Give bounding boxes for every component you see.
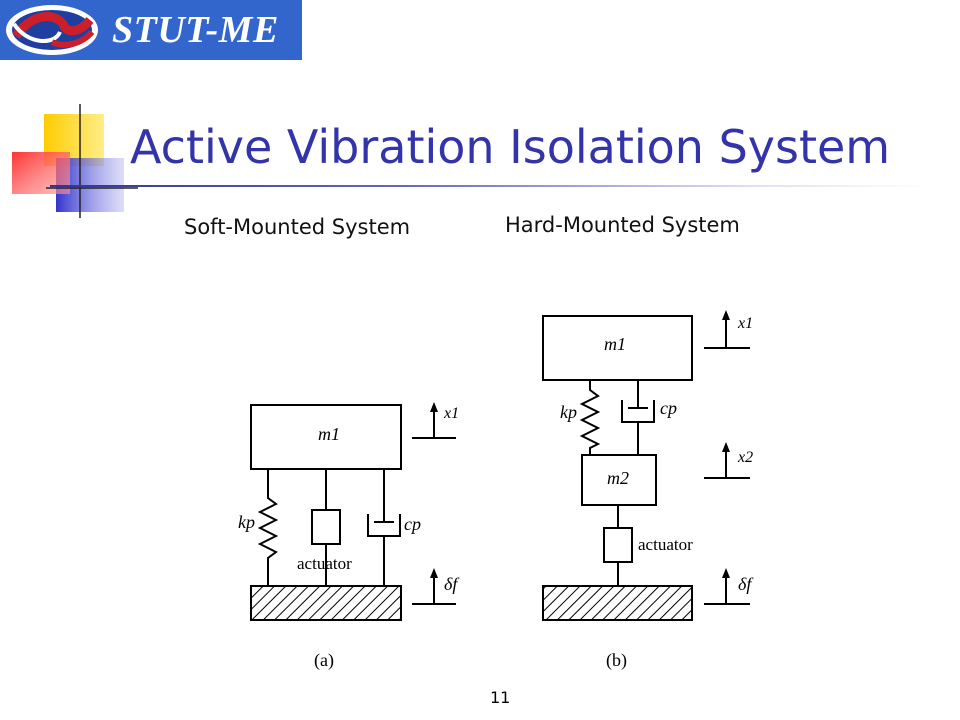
mass2-label-b: m2: [607, 468, 629, 488]
mass-m1-b: [542, 315, 693, 381]
title-underline: [50, 185, 930, 187]
spring-b: [579, 380, 601, 455]
disp-x2-b: x2: [737, 449, 753, 466]
mass-m1-a: [250, 404, 402, 470]
actuator-label-a: actuator: [297, 554, 352, 573]
actuator-label-b: actuator: [638, 535, 693, 554]
slide-title: Active Vibration Isolation System: [130, 120, 891, 174]
logo-text: STUT-ME: [112, 9, 279, 51]
caption-a: (a): [314, 650, 334, 671]
ground-a: [250, 585, 402, 621]
spring-label-a: kp: [238, 512, 255, 532]
decorative-squares: [12, 104, 138, 218]
mass-m2-b: [581, 454, 657, 506]
caption-b: (b): [606, 650, 627, 671]
subtitle-soft-mounted: Soft-Mounted System: [184, 215, 411, 239]
actuator-b: [603, 527, 633, 563]
disp-delta-a: δf: [444, 574, 460, 594]
damper-label-b: cp: [660, 398, 677, 418]
logo-banner: STUT-ME: [0, 0, 302, 60]
disp-x1-b: x1: [737, 315, 753, 332]
spring-label-b: kp: [560, 402, 577, 422]
damper-label-a: cp: [404, 514, 421, 534]
logo-emblem-icon: [6, 5, 98, 55]
subtitle-hard-mounted: Hard-Mounted System: [505, 213, 740, 237]
spring-a: [257, 469, 279, 586]
mass-label-a: m1: [318, 424, 340, 444]
disp-x1-a: x1: [443, 405, 459, 422]
disp-delta-b: δf: [738, 574, 754, 594]
page-number: 11: [490, 688, 511, 707]
mass1-label-b: m1: [604, 334, 626, 354]
ground-b: [542, 585, 693, 621]
